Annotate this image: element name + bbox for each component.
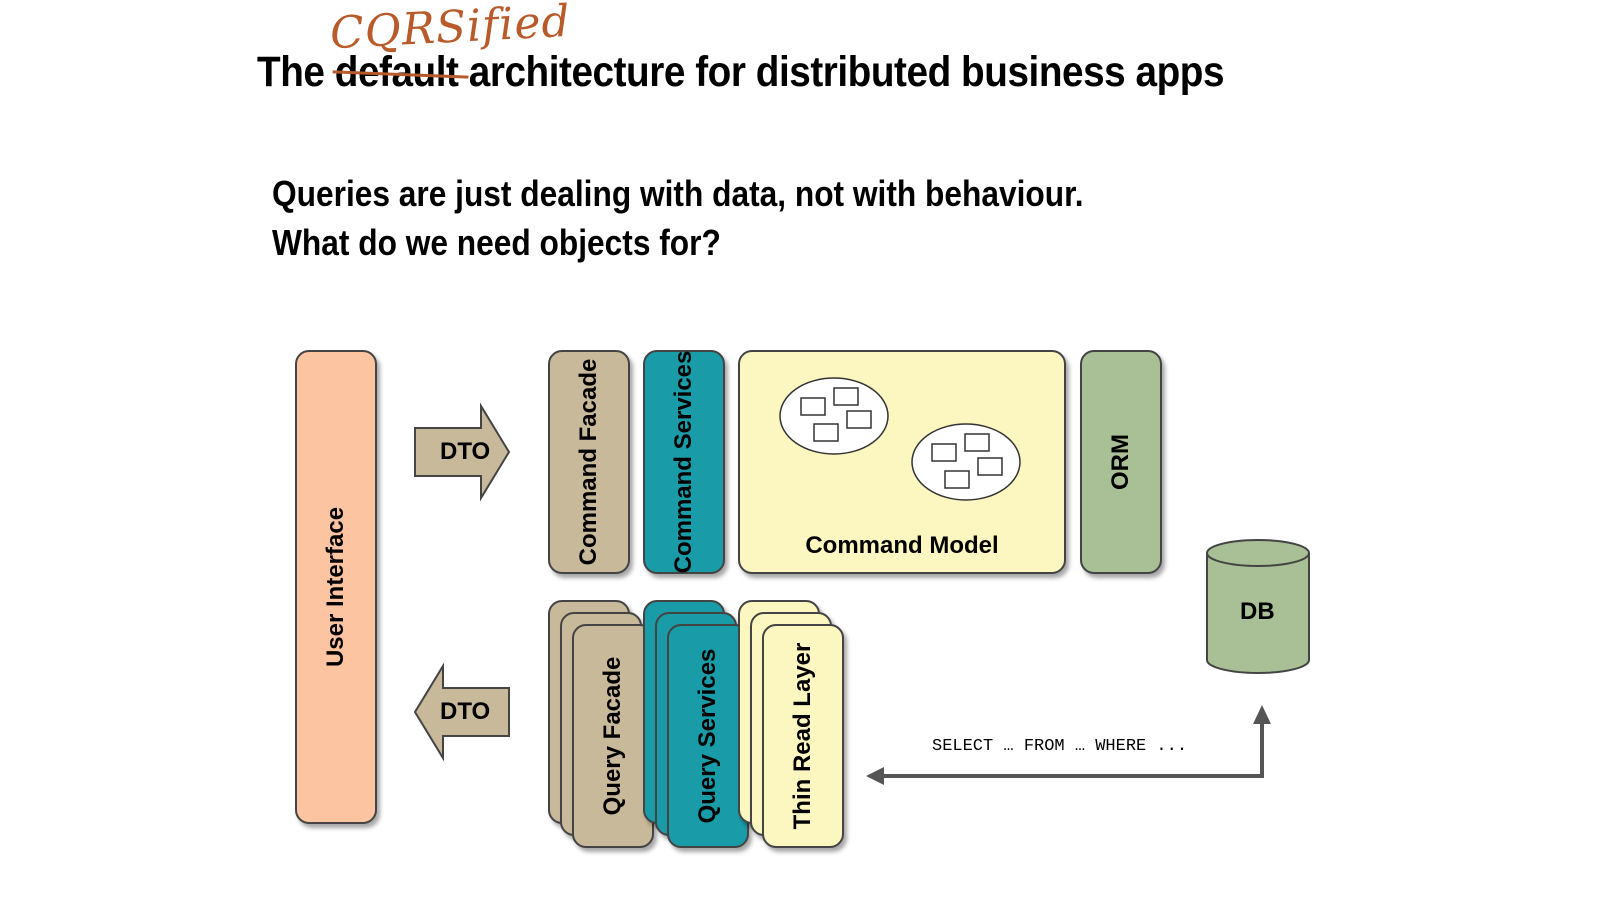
- db-cylinder: [1206, 539, 1310, 674]
- title-rest: architecture for distributed business ap…: [468, 48, 1225, 96]
- command-model-box: Command Model: [738, 350, 1066, 574]
- dto-arrow-left: [413, 662, 510, 762]
- query-services-label: Query Services: [694, 648, 721, 824]
- query-facade-box: Query Facade: [572, 624, 654, 848]
- sql-arrowhead-left: [866, 767, 884, 785]
- aggregate-cluster-2: [911, 423, 1021, 501]
- db-label: DB: [1240, 598, 1275, 625]
- page-title: The default architecture for distributed…: [257, 48, 1225, 108]
- title-struck-word: default: [332, 48, 470, 97]
- thin-read-layer-label: Thin Read Layer: [789, 642, 816, 830]
- dto-out-label: DTO: [440, 698, 491, 725]
- user-interface-box: User Interface: [295, 350, 377, 824]
- command-services-label: Command Services: [670, 350, 697, 574]
- query-facade-label: Query Facade: [599, 656, 626, 816]
- orm-box: ORM: [1080, 350, 1162, 574]
- orm-label: ORM: [1107, 434, 1134, 490]
- command-facade-box: Command Facade: [548, 350, 630, 574]
- command-services-box: Command Services: [643, 350, 725, 574]
- aggregate-cluster-1: [779, 377, 889, 455]
- command-model-label: Command Model: [805, 532, 999, 559]
- dto-arrow-right: [414, 402, 511, 502]
- subtitle-line-1: Queries are just dealing with data, not …: [272, 173, 1084, 214]
- command-facade-label: Command Facade: [575, 358, 602, 566]
- sql-query-text: SELECT … FROM … WHERE ...: [932, 737, 1188, 756]
- dto-in-label: DTO: [440, 438, 491, 465]
- aggregate-clusters: [779, 377, 1021, 501]
- sql-arrowhead-up: [1253, 705, 1271, 724]
- subtitle-line-2: What do we need objects for?: [272, 222, 721, 263]
- title-prefix: The: [257, 48, 325, 96]
- thin-read-layer-box: Thin Read Layer: [762, 624, 844, 848]
- query-services-box: Query Services: [667, 624, 749, 848]
- sql-arrow-line: [880, 718, 1264, 778]
